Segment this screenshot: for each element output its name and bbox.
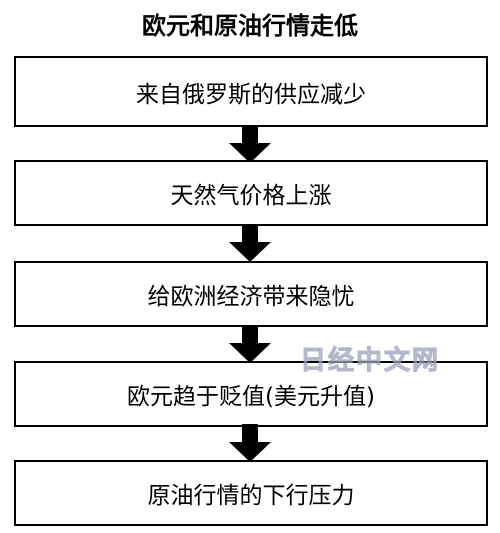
down-arrow-icon	[229, 424, 271, 462]
down-arrow-icon	[229, 325, 271, 363]
flow-step-5: 原油行情的下行压力	[14, 460, 488, 526]
flow-step-3: 给欧洲经济带来隐忧	[14, 261, 488, 327]
down-arrow-icon	[229, 224, 271, 262]
down-arrow-icon	[229, 125, 271, 163]
flow-step-1: 来自俄罗斯的供应减少	[14, 56, 488, 127]
flow-step-4: 欧元趋于贬值(美元升值)	[14, 361, 488, 427]
watermark: 日经中文网	[299, 346, 441, 377]
flow-step-2: 天然气价格上涨	[14, 160, 488, 226]
diagram-title: 欧元和原油行情走低	[142, 12, 358, 40]
